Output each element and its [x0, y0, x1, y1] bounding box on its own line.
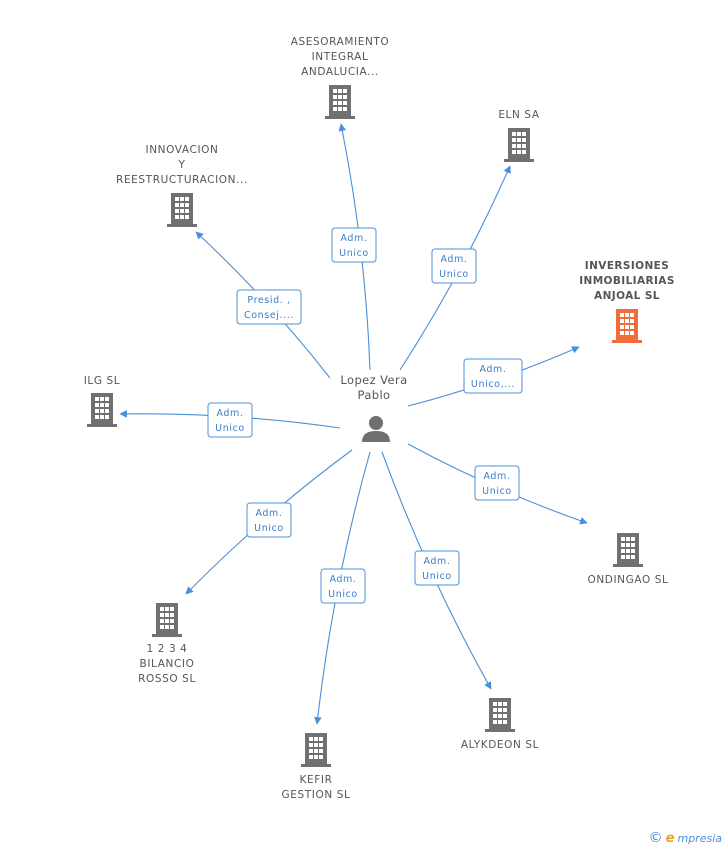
edge-label-box	[207, 402, 253, 438]
center-person-node[interactable]: Lopez Vera Pablo	[340, 373, 407, 442]
edge-label-line: Adm.	[440, 254, 467, 265]
edge-label-line: Unico	[482, 486, 512, 497]
edge-label-box	[236, 289, 302, 325]
company-label-line: ILG SL	[84, 375, 121, 387]
brand-logo-initial: e	[665, 830, 675, 846]
edge-label-line: Adm.	[423, 556, 450, 567]
building-icon	[87, 393, 117, 427]
edge-label-line: Unico	[215, 423, 245, 434]
edge-label-box	[463, 358, 523, 394]
edge-label-line: Unico	[422, 571, 452, 582]
edge-alykdeon[interactable]: Adm. Unico	[381, 451, 492, 690]
company-node-innovacion[interactable]: INNOVACION Y REESTRUCTURACION...	[116, 144, 248, 227]
company-label-line: INTEGRAL	[312, 51, 369, 63]
edge-label-line: Consej....	[244, 310, 294, 321]
company-node-ilg[interactable]: ILG SL	[84, 375, 121, 427]
edge-label-line: Presid. ,	[247, 295, 290, 306]
company-label-line: BILANCIO	[140, 658, 195, 670]
edge-label-box	[320, 568, 366, 604]
edge-inversiones[interactable]: Adm. Unico,...	[407, 346, 580, 407]
company-label-line: INVERSIONES	[585, 260, 669, 272]
company-label-line: ELN SA	[498, 109, 540, 121]
company-node-eln[interactable]: ELN SA	[498, 109, 540, 162]
edge-bilancio[interactable]: Adm. Unico	[185, 449, 353, 595]
edge-eln[interactable]: Adm. Unico	[399, 165, 511, 371]
center-label-line-2: Pablo	[358, 388, 391, 402]
building-icon	[325, 85, 355, 119]
company-label-line: ALYKDEON SL	[461, 739, 539, 751]
edge-label-line: Adm.	[483, 471, 510, 482]
edge-label-line: Unico	[254, 523, 284, 534]
company-node-inversiones[interactable]: INVERSIONES INMOBILIARIAS ANJOAL SL	[579, 260, 675, 343]
company-label-line: ONDINGAO SL	[587, 574, 668, 586]
company-label-line: ANJOAL SL	[594, 290, 660, 302]
edge-label-box	[431, 248, 477, 284]
building-icon	[152, 603, 182, 637]
edge-label-box	[414, 550, 460, 586]
nodes-layer: ASESORAMIENTO INTEGRAL ANDALUCIA... ELN SA I…	[84, 36, 675, 801]
copyright-icon: ©	[648, 830, 663, 846]
company-label-line: ASESORAMIENTO	[291, 36, 390, 48]
company-label-line: REESTRUCTURACION...	[116, 174, 248, 186]
company-label-line: ANDALUCIA...	[301, 66, 379, 78]
edge-label-line: Adm.	[216, 408, 243, 419]
company-label-line: 1 2 3 4	[147, 643, 188, 655]
building-icon	[504, 128, 534, 162]
edge-ilg[interactable]: Adm. Unico	[119, 402, 341, 438]
edge-label-line: Unico	[339, 248, 369, 259]
edge-label-box	[246, 502, 292, 538]
building-icon	[167, 193, 197, 227]
company-node-bilancio[interactable]: 1 2 3 4 BILANCIO ROSSO SL	[138, 603, 196, 685]
company-label-line: INMOBILIARIAS	[579, 275, 675, 287]
edge-label-line: Unico,...	[471, 379, 515, 390]
center-label-line-1: Lopez Vera	[340, 373, 407, 387]
edge-label-line: Unico	[328, 589, 358, 600]
edge-label-line: Adm.	[340, 233, 367, 244]
building-icon	[301, 733, 331, 767]
edge-label-box	[331, 227, 377, 263]
company-node-asesoramiento[interactable]: ASESORAMIENTO INTEGRAL ANDALUCIA...	[291, 36, 390, 119]
edge-label-line: Adm.	[255, 508, 282, 519]
building-icon	[612, 309, 642, 343]
company-label-line: INNOVACION	[146, 144, 219, 156]
edge-innovacion[interactable]: Presid. , Consej....	[195, 231, 331, 379]
company-node-kefir[interactable]: KEFIR GESTION SL	[282, 733, 351, 801]
company-label-line: KEFIR	[300, 774, 333, 786]
edge-kefir[interactable]: Adm. Unico	[313, 451, 371, 725]
edge-label-line: Adm.	[329, 574, 356, 585]
building-icon	[613, 533, 643, 567]
company-label-line: Y	[177, 159, 185, 171]
person-icon	[362, 416, 390, 442]
building-icon	[485, 698, 515, 732]
company-label-line: GESTION SL	[282, 789, 351, 801]
edge-label-line: Unico	[439, 269, 469, 280]
edge-label-line: Adm.	[479, 364, 506, 375]
company-node-ondingao[interactable]: ONDINGAO SL	[587, 533, 668, 586]
brand-name: mpresia	[677, 831, 722, 845]
company-node-alykdeon[interactable]: ALYKDEON SL	[461, 698, 539, 751]
company-label-line: ROSSO SL	[138, 673, 196, 685]
edge-ondingao[interactable]: Adm. Unico	[407, 443, 588, 525]
edge-asesoramiento[interactable]: Adm. Unico	[331, 123, 377, 371]
edge-label-box	[474, 465, 520, 501]
